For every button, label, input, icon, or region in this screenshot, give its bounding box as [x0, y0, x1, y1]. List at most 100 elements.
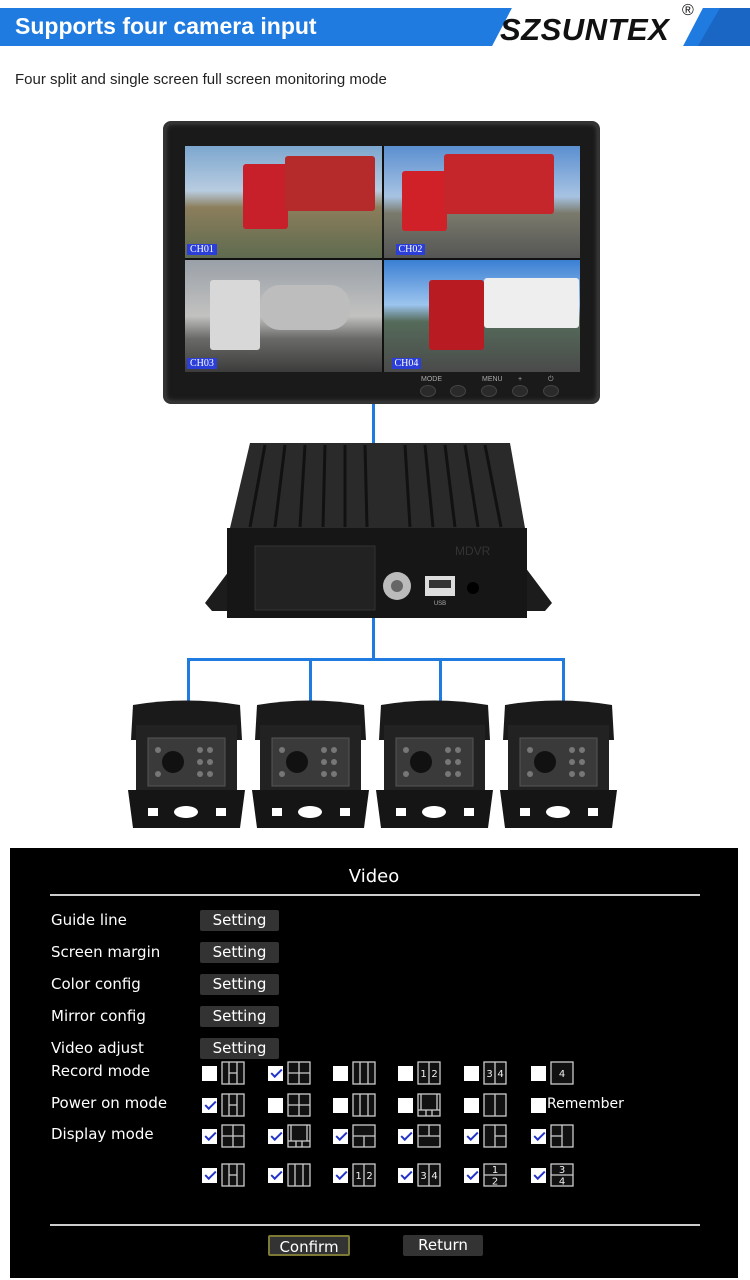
mode-checkbox[interactable] [202, 1098, 217, 1113]
truck-image [243, 164, 288, 229]
mode-checkbox[interactable] [333, 1066, 348, 1081]
svg-text:4: 4 [559, 1069, 565, 1080]
channel-label: CH01 [187, 244, 217, 255]
setting-label: Video adjust [51, 1039, 144, 1057]
top-bottom-split-bottom-layout-icon [352, 1124, 376, 1148]
mode-checkbox[interactable] [202, 1129, 217, 1144]
mode-checkbox[interactable] [268, 1066, 283, 1081]
trailer-image [443, 154, 554, 214]
mode-checkbox[interactable] [202, 1168, 217, 1183]
quad-layout-icon [287, 1093, 311, 1117]
power-button [543, 385, 559, 397]
setting-button[interactable]: Setting [200, 1038, 279, 1059]
truck-image [428, 280, 484, 350]
connection-wire [372, 404, 375, 444]
divider [50, 894, 700, 896]
mode-checkbox[interactable] [268, 1098, 283, 1113]
truck-image [401, 171, 447, 231]
confirm-button[interactable]: Confirm [268, 1235, 350, 1256]
svg-text:2: 2 [366, 1171, 372, 1182]
mode-label: MODE [421, 376, 442, 383]
big-top-three-layout-icon [287, 1124, 311, 1148]
plus-button [512, 385, 528, 397]
usb-port-label: USB [434, 601, 446, 607]
frac-layout-icon: 12 [483, 1163, 507, 1187]
mode-checkbox[interactable] [464, 1098, 479, 1113]
mode-checkbox[interactable] [531, 1129, 546, 1144]
left-split-layout-icon [550, 1124, 574, 1148]
two-col-layout-icon [483, 1093, 507, 1117]
brand-logo: SZSUNTEX [500, 12, 670, 47]
mode-checkbox[interactable] [398, 1066, 413, 1081]
mode-checkbox[interactable] [268, 1168, 283, 1183]
mode-checkbox[interactable] [333, 1168, 348, 1183]
h-layout-icon [221, 1093, 245, 1117]
power-label: ⏻ [548, 376, 554, 383]
svg-text:4: 4 [431, 1171, 437, 1182]
camera-image [128, 700, 245, 828]
channel-view-2: CH02 [383, 146, 580, 258]
svg-text:4: 4 [559, 1177, 565, 1188]
setting-button[interactable]: Setting [200, 942, 279, 963]
connection-wire [309, 658, 312, 702]
truck-image [210, 280, 260, 350]
connection-wire [439, 658, 442, 702]
menu-title: Video [348, 866, 400, 887]
camera-image [252, 700, 369, 828]
channel-label: CH04 [391, 358, 422, 369]
mode-checkbox[interactable] [333, 1098, 348, 1113]
channel-view-1: CH01 [185, 146, 382, 258]
dvr-label: MDVR [455, 544, 491, 558]
connection-wire [372, 618, 375, 660]
return-button[interactable]: Return [403, 1235, 483, 1256]
mode-button [420, 385, 436, 397]
mode-checkbox[interactable] [464, 1129, 479, 1144]
setting-button[interactable]: Setting [200, 910, 279, 931]
setting-label: Color config [51, 975, 141, 993]
mode-label: Display mode [51, 1125, 154, 1143]
registered-mark: ® [682, 2, 694, 19]
channel-label: CH03 [187, 358, 217, 369]
big-top-three-layout-icon [417, 1093, 441, 1117]
quad-layout-icon [221, 1124, 245, 1148]
mode-checkbox[interactable] [464, 1066, 479, 1081]
top-split-layout-icon [417, 1124, 441, 1148]
tanker-image [260, 285, 350, 330]
mode-checkbox[interactable] [202, 1066, 217, 1081]
svg-text:2: 2 [431, 1069, 437, 1080]
mode-checkbox[interactable] [268, 1129, 283, 1144]
mdvr-image: USB MDVR [205, 443, 552, 618]
mode-checkbox[interactable] [531, 1066, 546, 1081]
monitor-screen: CH01 CH02 CH03 CH04 [185, 146, 580, 372]
setting-button[interactable]: Setting [200, 974, 279, 995]
setting-button[interactable]: Setting [200, 1006, 279, 1027]
mode-checkbox[interactable] [531, 1168, 546, 1183]
tri-col-layout-icon [352, 1093, 376, 1117]
mode-checkbox[interactable] [398, 1129, 413, 1144]
channel-view-3: CH03 [185, 260, 382, 372]
setting-label: Screen margin [51, 943, 161, 961]
page-title: Supports four camera input [15, 13, 317, 39]
h-layout-icon [221, 1061, 245, 1085]
camera-image [500, 700, 617, 828]
tri-col-layout-icon [287, 1163, 311, 1187]
camera-image [376, 700, 493, 828]
mode-label: Record mode [51, 1062, 151, 1080]
mode-checkbox[interactable] [464, 1168, 479, 1183]
trailer-image [285, 156, 375, 211]
back-button [450, 385, 466, 397]
mode-checkbox[interactable] [531, 1098, 546, 1113]
mode-checkbox[interactable] [333, 1129, 348, 1144]
menu-label: MENU [482, 376, 503, 383]
subtitle: Four split and single screen full screen… [15, 71, 387, 88]
single-layout-icon: 4 [550, 1061, 574, 1085]
h-layout-icon [221, 1163, 245, 1187]
mode-checkbox[interactable] [398, 1168, 413, 1183]
mode-checkbox[interactable] [398, 1098, 413, 1113]
svg-text:2: 2 [492, 1177, 498, 1188]
setting-label: Guide line [51, 911, 127, 929]
